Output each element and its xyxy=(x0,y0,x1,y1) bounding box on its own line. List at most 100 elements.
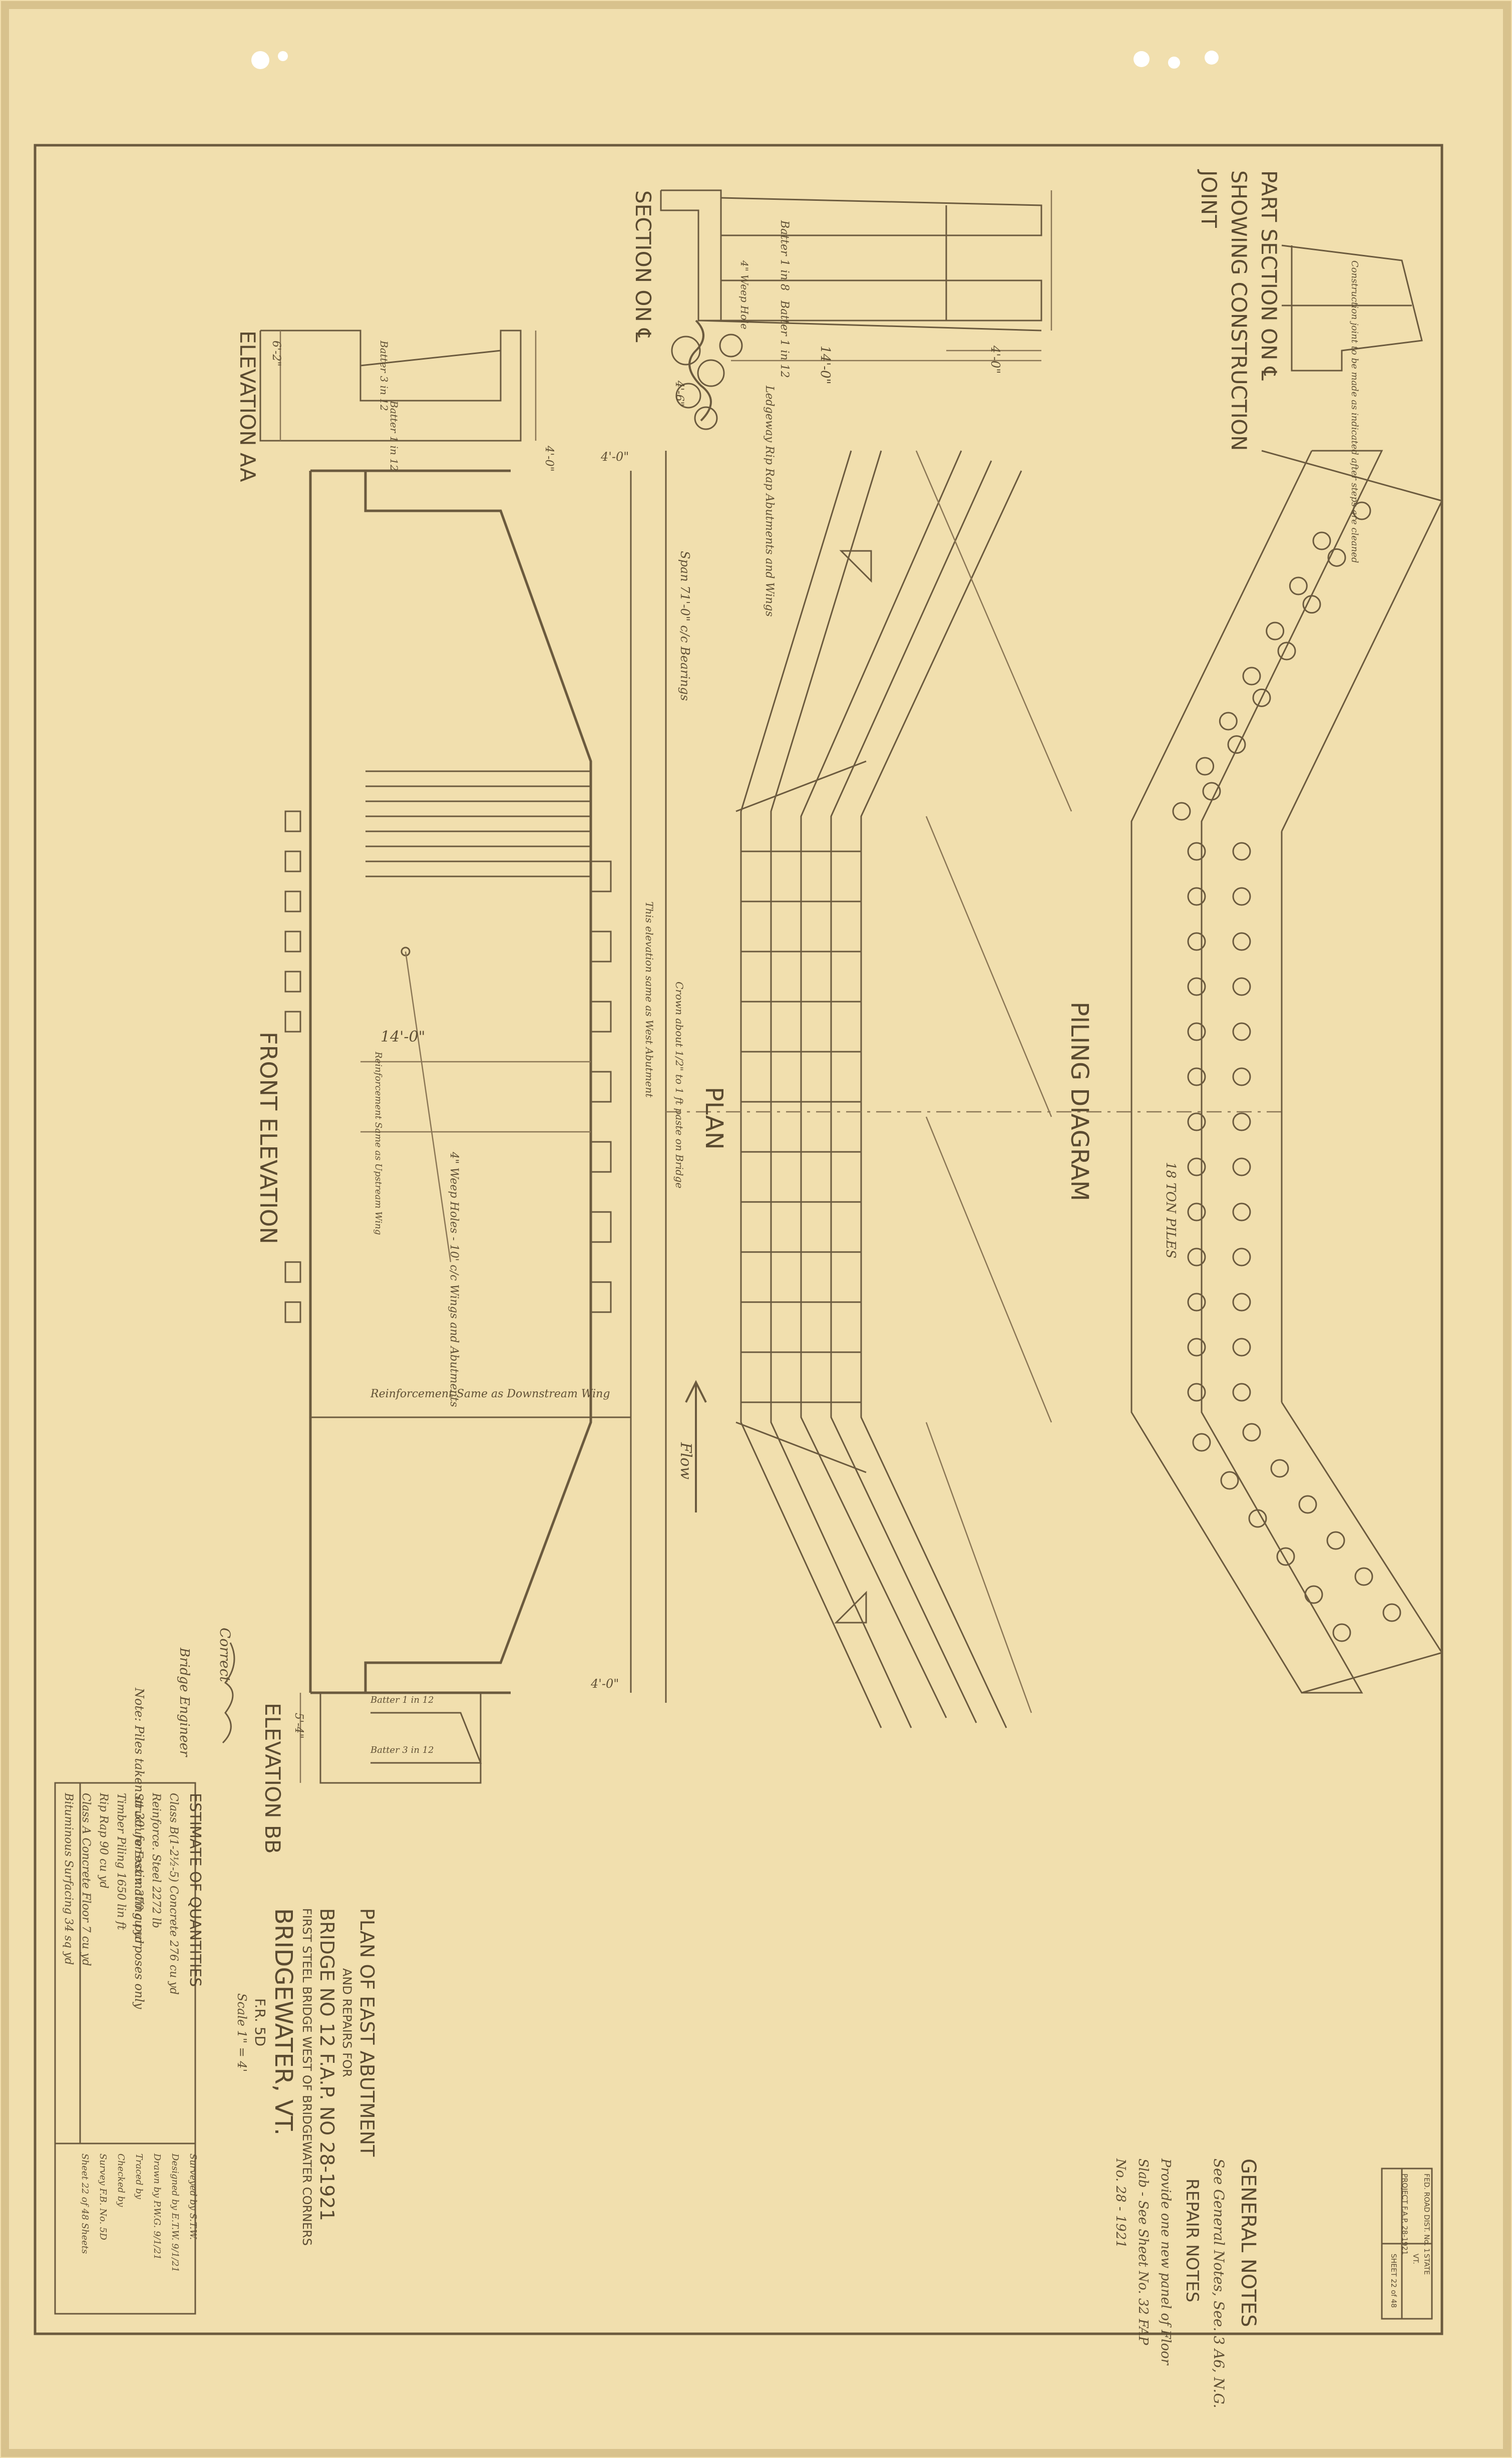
pile-circle xyxy=(1232,1248,1251,1267)
plan-note-2: Crown about 1/2" to 1 ft paste on Bridge xyxy=(673,982,685,1188)
pile-circle xyxy=(1232,1293,1251,1312)
piling-title: PILING DIAGRAM xyxy=(1065,1002,1093,1201)
pile-circle xyxy=(1252,688,1271,707)
pile-circle xyxy=(1187,1022,1206,1041)
pile-circle xyxy=(1289,576,1308,595)
pile-circle xyxy=(1232,1022,1251,1041)
pile-circle xyxy=(1187,977,1206,996)
elevation-bb-batter1: Batter 1 in 12 xyxy=(370,1695,434,1705)
pile-circle xyxy=(1242,667,1261,686)
section-dim-base: 4'-0" xyxy=(988,345,1002,374)
pile-circle xyxy=(1382,1603,1401,1622)
title-line5: BRIDGEWATER, VT. xyxy=(269,1908,297,2135)
pile-circle xyxy=(1187,932,1206,951)
pile-circle xyxy=(1202,782,1221,801)
credits-box xyxy=(54,2142,196,2315)
pile-circle xyxy=(1312,531,1331,550)
section-dim-width: 14'-0" xyxy=(818,346,833,385)
elevation-aa xyxy=(259,330,537,442)
elevation-aa-dim1: 6'-2" xyxy=(270,341,282,367)
signature-block: Correct Bridge Engineer Note: Piles take… xyxy=(132,1628,233,2009)
title-line1: PLAN OF EAST ABUTMENT xyxy=(356,1908,378,2157)
front-dim-left: 4'-0" xyxy=(600,450,629,464)
pile-circle xyxy=(1354,1567,1373,1586)
title-line4: FIRST STEEL BRIDGE WEST OF BRIDGEWATER C… xyxy=(300,1908,314,2246)
pile-circle xyxy=(1277,642,1296,661)
pile-circle xyxy=(1187,1338,1206,1357)
plan-note-1: This elevation same as West Abutment xyxy=(643,901,655,1098)
elevation-bb-title: ELEVATION BB xyxy=(260,1703,285,1854)
elevation-bb-batter2: Batter 3 in 12 xyxy=(370,1745,434,1755)
credits-row: Designed by E.T.W. 9/1/21 xyxy=(170,2153,180,2272)
sheet-stamp: FED. ROAD DIST. No. 1 STATE VT. PROJECT … xyxy=(1389,2174,1430,2308)
elevation-aa-batter1: Batter 3 in 12 xyxy=(378,340,390,411)
section-batter-bottom: Batter 1 in 12 xyxy=(778,300,791,378)
pile-circle xyxy=(1227,735,1246,754)
flow-label: Flow xyxy=(677,1442,694,1479)
general-notes-line4: No. 28 - 1921 xyxy=(1113,2158,1128,2248)
general-notes-line3: Slab - See Sheet No. 32 FAP xyxy=(1136,2159,1151,2345)
part-section-title-group: PART SECTION ON ℄ SHOWING CONSTRUCTION J… xyxy=(1197,169,1281,451)
estimate-row: Structure Excav. 370 cu yd xyxy=(132,1793,145,1944)
general-notes-line2: Provide one new panel of Floor xyxy=(1158,2158,1173,2366)
section-batter-top: Batter 1 in 8 xyxy=(778,220,791,291)
pile-circle xyxy=(1187,887,1206,906)
reinf-upstream: Reinforcement Same as Upstream Wing xyxy=(373,1051,384,1235)
pile-circle xyxy=(1187,1383,1206,1402)
section-riprap: Ledgeway Rip Rap Abutments and Wings xyxy=(763,385,776,617)
pile-circle xyxy=(1304,1585,1323,1604)
title-line2: AND REPAIRS FOR xyxy=(340,1968,354,2077)
stamp-line1: FED. ROAD DIST. No. 1 xyxy=(1422,2174,1430,2253)
front-elevation-title: FRONT ELEVATION xyxy=(255,1032,282,1244)
reinf-downstream: Reinforcement Same as Downstream Wing xyxy=(370,1388,610,1400)
piling-diagram xyxy=(1130,450,1443,1694)
credits-row: Checked by xyxy=(116,2154,126,2207)
pile-circle xyxy=(1232,1202,1251,1221)
pile-circle xyxy=(1232,977,1251,996)
pile-circle xyxy=(1232,932,1251,951)
section-dim-base2: 4'-6" xyxy=(673,380,685,407)
stamp-line2: STATE xyxy=(1422,2254,1430,2275)
pile-circle xyxy=(1302,595,1321,614)
pile-circle xyxy=(1232,1067,1251,1086)
span-note: Span 71'-0" c/c Bearings xyxy=(678,551,692,701)
pile-circle xyxy=(1232,842,1251,861)
pile-circle xyxy=(1187,1248,1206,1267)
credits-block: Surveyed by S.T.W. Designed by E.T.W. 9/… xyxy=(80,2153,198,2272)
stamp-line3: VT. xyxy=(1411,2254,1419,2264)
pile-circle xyxy=(1266,622,1285,641)
pile-circle xyxy=(1332,1623,1351,1642)
pile-circle xyxy=(1187,1157,1206,1176)
pile-circle xyxy=(1326,1531,1345,1550)
section-cl-title: SECTION ON ℄ xyxy=(631,190,655,342)
section-on-centerline xyxy=(660,189,1052,430)
bridge-engineer: Bridge Engineer xyxy=(177,1647,192,1757)
elevation-bb-dim1: 5'-4" xyxy=(292,1713,305,1739)
pile-circle xyxy=(1248,1509,1267,1528)
paper-holes xyxy=(251,51,1219,69)
pile-circle xyxy=(1187,1202,1206,1221)
estimate-row: Class A Concrete Floor 7 cu yd xyxy=(80,1793,92,1966)
pile-circle xyxy=(1232,887,1251,906)
pile-circle xyxy=(1298,1495,1317,1514)
title-line6: F.R. 5D xyxy=(252,1998,268,2046)
front-elevation xyxy=(284,451,667,1703)
pile-circle xyxy=(1232,1383,1251,1402)
estimate-row: Class B(1-2½-5) Concrete 276 cu yd xyxy=(167,1793,180,1995)
stamp-line5: SHEET 22 of 48 xyxy=(1389,2254,1397,2308)
stamp-line4: PROJECT F.A.P. 28-1921 xyxy=(1400,2174,1408,2255)
general-notes-title: GENERAL NOTES xyxy=(1237,2159,1260,2327)
piles-note: Note: Piles taken at 30' for estimating … xyxy=(132,1687,146,2009)
repair-notes-title: REPAIR NOTES xyxy=(1182,2179,1202,2302)
general-notes: GENERAL NOTES See General Notes, See. 3 … xyxy=(1113,2158,1260,2408)
sheet-border xyxy=(34,144,1443,2335)
piles-label: 18 TON PILES xyxy=(1163,1162,1178,1259)
pile-circle xyxy=(1187,842,1206,861)
general-notes-line1: See General Notes, See. 3 A6, N.G. xyxy=(1211,2159,1227,2408)
plan-view xyxy=(666,450,1282,1728)
pile-circle xyxy=(1232,1112,1251,1131)
estimate-row: Rip Rap 90 cu yd xyxy=(97,1792,110,1889)
engineer-signature xyxy=(222,1642,235,1744)
title-scale: Scale 1" = 4' xyxy=(235,1993,249,2072)
